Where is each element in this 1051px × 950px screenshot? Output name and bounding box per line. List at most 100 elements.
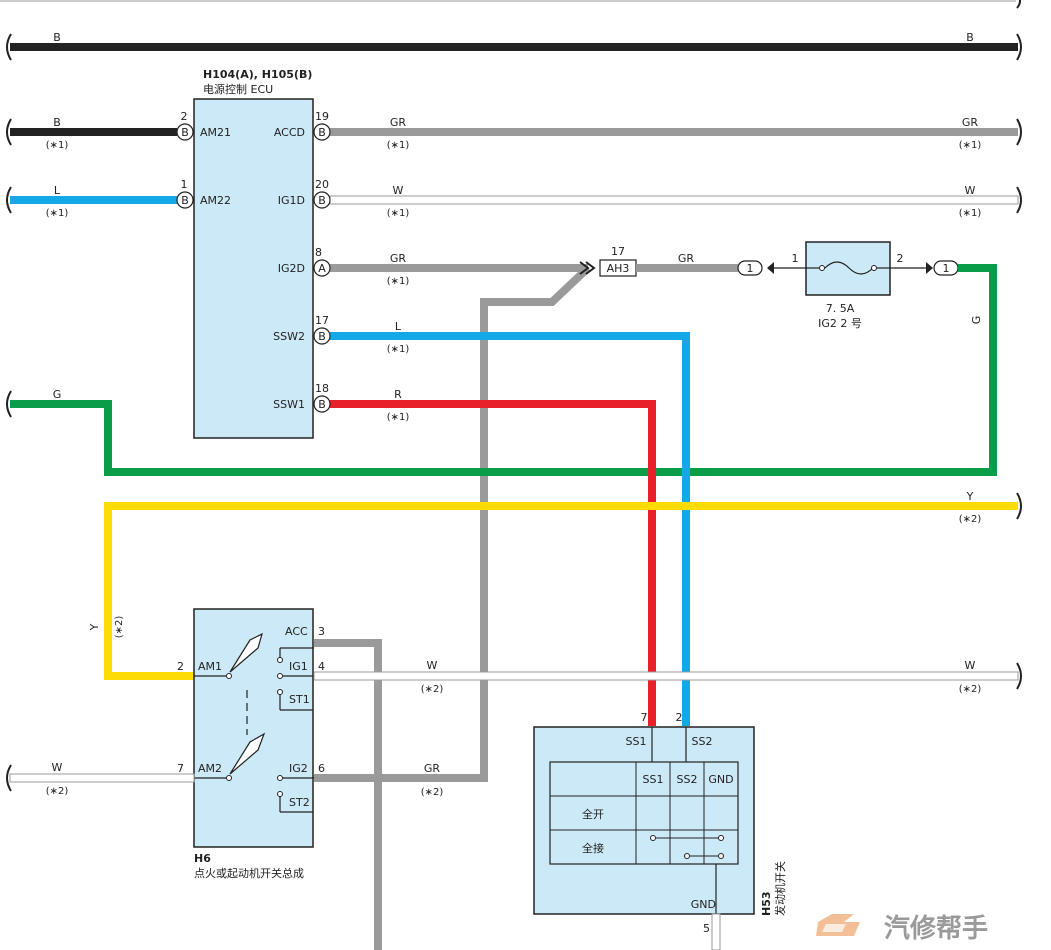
h6-ig2-wire: 6 GR (∗2) bbox=[318, 762, 443, 798]
pin-number: 1 bbox=[181, 178, 188, 191]
ecu-pin-accd: B 19 ACCD GR (∗1) GR (∗1) bbox=[274, 110, 1022, 151]
wire-label: GR bbox=[390, 116, 407, 129]
wire-label: W bbox=[965, 184, 976, 197]
pin-name: IG1 bbox=[289, 660, 308, 673]
wire-label: Y bbox=[88, 623, 101, 631]
pin-name: GND bbox=[691, 898, 716, 911]
ecu-id: H104(A), H105(B) bbox=[203, 68, 312, 81]
pin-name: SS2 bbox=[692, 735, 713, 748]
pin-number: 20 bbox=[315, 178, 329, 191]
ecu-pin-ig1d: B 20 IG1D W (∗1) W (∗1) bbox=[278, 178, 1022, 219]
pin-name: ST1 bbox=[289, 693, 310, 706]
wire-label: Y bbox=[966, 490, 974, 503]
conn-letter: B bbox=[181, 194, 189, 207]
ecu-pin-ig2d: A 8 IG2D GR (∗1) bbox=[278, 246, 588, 287]
pin-number: 18 bbox=[315, 382, 329, 395]
wire-label: B bbox=[53, 31, 61, 44]
note-label: (∗2) bbox=[46, 786, 69, 797]
junction-name: AH3 bbox=[607, 262, 630, 275]
pin-number: 4 bbox=[318, 660, 325, 673]
wire-label: G bbox=[53, 388, 62, 401]
fuse-pin-out: 2 bbox=[897, 252, 904, 265]
pin-name: SSW1 bbox=[273, 398, 305, 411]
pin-number: 2 bbox=[177, 660, 184, 673]
pin-number: 8 bbox=[315, 246, 322, 259]
pin-number: 17 bbox=[315, 314, 329, 327]
pin-name: IG2D bbox=[278, 262, 305, 275]
ecu-pin-am22: L (∗1) B 1 AM22 bbox=[6, 178, 231, 219]
table-row-label: 全开 bbox=[582, 807, 604, 821]
ecu-pin-am21: B (∗1) B 2 AM21 bbox=[6, 110, 231, 151]
wire-green: G G bbox=[6, 264, 997, 476]
power-control-ecu: H104(A), H105(B) 电源控制 ECU bbox=[193, 68, 314, 439]
wire-gr-branch bbox=[314, 265, 591, 782]
note-label: (∗1) bbox=[959, 140, 982, 151]
wire-label: G bbox=[970, 316, 983, 325]
wire-label: GR bbox=[390, 252, 407, 265]
note-label: (∗1) bbox=[46, 140, 69, 151]
junction-num: 17 bbox=[611, 245, 625, 258]
table-header: SS2 bbox=[677, 773, 698, 786]
connector-num: 1 bbox=[747, 262, 754, 275]
pin-name: AM2 bbox=[198, 762, 222, 775]
watermark-logo: 汽修帮手 bbox=[816, 913, 988, 944]
pin-number: 5 bbox=[703, 922, 710, 935]
pin-name: IG2 bbox=[289, 762, 308, 775]
wire-label: B bbox=[53, 116, 61, 129]
engine-switch-h53: 7 2 SS1 SS2 SS1 SS2 GND 全开 全接 GND 5 H53 … bbox=[533, 711, 787, 950]
note-label: (∗1) bbox=[387, 208, 410, 219]
wire-label: W bbox=[52, 761, 63, 774]
note-label: (∗2) bbox=[421, 787, 444, 798]
note-label: (∗2) bbox=[421, 684, 444, 695]
note-label: (∗2) bbox=[114, 616, 125, 639]
pin-number: 7 bbox=[177, 762, 184, 775]
wire-label: GR bbox=[962, 116, 979, 129]
h6-name: 点火或起动机开关总成 bbox=[194, 866, 304, 880]
pin-name: SSW2 bbox=[273, 330, 305, 343]
ecu-pin-ssw2: B 17 SSW2 L (∗1) bbox=[273, 314, 690, 726]
wire-label: W bbox=[965, 659, 976, 672]
fuse-name: IG2 2 号 bbox=[818, 317, 862, 330]
pin-name: ACC bbox=[285, 625, 308, 638]
ecu-name: 电源控制 ECU bbox=[203, 82, 273, 96]
junction-ah3: AH3 17 bbox=[579, 245, 637, 277]
pin-name: ST2 bbox=[289, 796, 310, 809]
wire-label: GR bbox=[678, 252, 695, 265]
pin-number: 7 bbox=[641, 711, 648, 724]
wire-yellow: Y (∗2) Y (∗2) bbox=[88, 490, 1022, 680]
h53-name: 发动机开关 bbox=[773, 861, 787, 916]
pin-number: 2 bbox=[181, 110, 188, 123]
h6-am2-wire: W (∗2) bbox=[6, 761, 195, 797]
pin-number: 6 bbox=[318, 762, 325, 775]
pin-number: 3 bbox=[318, 625, 325, 638]
note-label: (∗1) bbox=[387, 412, 410, 423]
note-label: (∗1) bbox=[387, 140, 410, 151]
fuse-rating: 7. 5A bbox=[826, 302, 855, 315]
note-label: (∗2) bbox=[959, 684, 982, 695]
pin-name: ACCD bbox=[274, 126, 305, 139]
note-label: (∗1) bbox=[46, 208, 69, 219]
pin-name: AM22 bbox=[200, 194, 231, 207]
fuse-pin-in: 1 bbox=[792, 252, 799, 265]
pin-number: 19 bbox=[315, 110, 329, 123]
connector-1-right: 2 1 bbox=[890, 252, 959, 276]
wire-b-top: B B bbox=[6, 31, 1022, 61]
wire-ah3-out: GR bbox=[636, 252, 738, 272]
h53-id: H53 bbox=[760, 891, 773, 916]
note-label: (∗1) bbox=[387, 344, 410, 355]
note-label: (∗1) bbox=[387, 276, 410, 287]
conn-letter: B bbox=[318, 398, 326, 411]
conn-letter: B bbox=[318, 126, 326, 139]
top-thin-wire bbox=[0, 0, 1021, 9]
wire-label: W bbox=[427, 659, 438, 672]
h6-ig1-wire: 4 W (∗2) W (∗2) bbox=[313, 659, 1022, 695]
h6-acc-wire: 3 bbox=[314, 625, 382, 950]
wire-label: W bbox=[393, 184, 404, 197]
table-header: GND bbox=[708, 773, 733, 786]
conn-letter: B bbox=[181, 126, 189, 139]
wire-label: R bbox=[394, 388, 402, 401]
conn-letter: B bbox=[318, 194, 326, 207]
wire-label: L bbox=[54, 184, 61, 197]
pin-name: IG1D bbox=[278, 194, 305, 207]
